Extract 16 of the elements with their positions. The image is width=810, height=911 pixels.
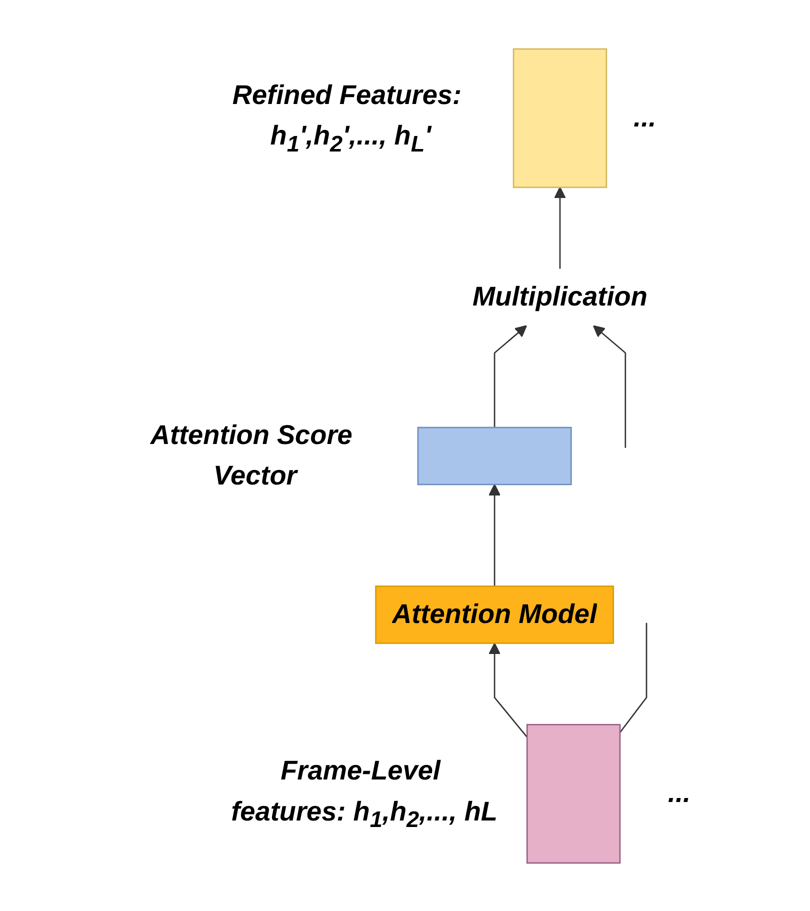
arrow [488, 483, 501, 586]
arrow [592, 324, 626, 448]
arrow [494, 324, 527, 427]
connector [619, 622, 648, 732]
node-box: Attention Model [375, 585, 614, 644]
node-text: Multiplication [472, 282, 648, 312]
node-label: Frame-Level features: h$_{1}$,h$_{2}$,..., hL [231, 756, 498, 832]
arrow [554, 186, 566, 268]
node-label: ... [668, 778, 691, 808]
node-bar [417, 426, 572, 485]
arrow [488, 642, 528, 738]
node-label: Refined Features: h$_{1}$',h$_{2}$',..., h$_{L}$' [232, 80, 462, 156]
node-label: ... [634, 102, 656, 133]
node-box [526, 723, 621, 864]
node-label: Attention Score Vector [150, 420, 352, 491]
node-box [512, 48, 608, 188]
